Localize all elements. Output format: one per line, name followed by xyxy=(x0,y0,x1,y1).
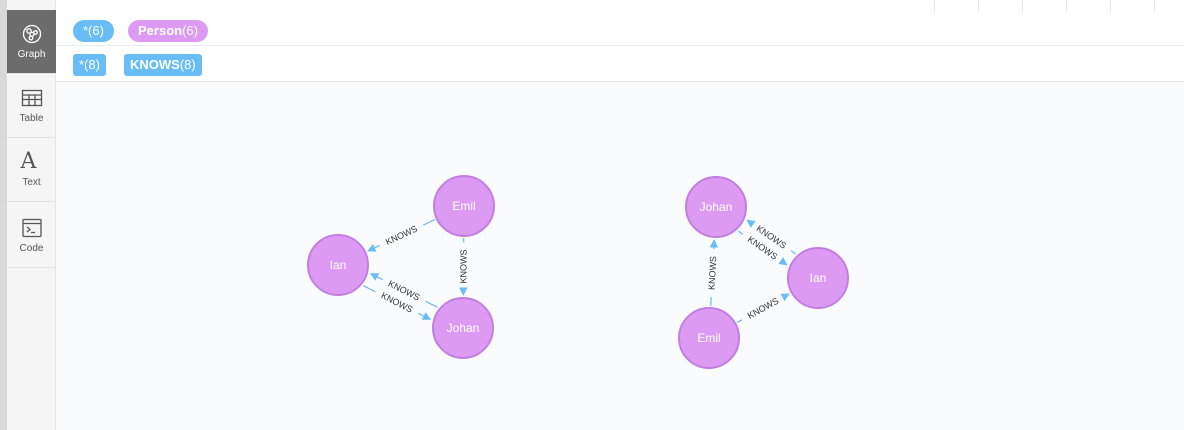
graph-node-emil[interactable] xyxy=(433,175,495,237)
all-relationships-pill[interactable]: *(8) xyxy=(73,54,106,76)
node-label: Johan xyxy=(447,321,480,335)
code-icon xyxy=(21,217,43,239)
relationship-arrow[interactable] xyxy=(780,293,790,302)
node-label: Ian xyxy=(330,258,347,272)
relationship-arrow[interactable] xyxy=(746,219,756,228)
label-count: (6) xyxy=(182,23,198,38)
relationship-label: KNOWS xyxy=(384,224,419,247)
window-edge xyxy=(0,0,7,430)
relationship-label: KNOWS xyxy=(458,249,468,283)
graph-node-johan[interactable] xyxy=(685,176,747,238)
sidebar-item-label: Text xyxy=(22,177,41,188)
sidebar-item-code[interactable]: Code xyxy=(7,204,56,268)
toolbar-cell[interactable] xyxy=(934,0,979,12)
all-nodes-pill[interactable]: *(6) xyxy=(73,20,114,42)
relationship-line[interactable] xyxy=(422,219,436,226)
node-legend: *(6) Person(6) xyxy=(56,12,1184,46)
toolbar-cell[interactable] xyxy=(1022,0,1067,12)
graph-node-johan[interactable] xyxy=(432,297,494,359)
relationship-line[interactable] xyxy=(425,300,438,308)
table-icon xyxy=(21,87,43,109)
node-label: Emil xyxy=(697,331,720,345)
text-icon: A xyxy=(20,149,37,174)
node-label: Ian xyxy=(810,271,827,285)
sidebar-item-label: Graph xyxy=(17,49,46,60)
sidebar-item-label: Code xyxy=(19,243,44,254)
relationship-line[interactable] xyxy=(363,285,376,293)
relationship-arrow[interactable] xyxy=(367,243,380,252)
relationship-line[interactable] xyxy=(736,319,743,324)
node-label: Emil xyxy=(452,199,475,213)
sidebar-item-graph[interactable]: Graph xyxy=(7,10,56,74)
relationship-legend: *(8) KNOWS(8) xyxy=(56,46,1184,82)
node-label: Johan xyxy=(700,200,733,214)
relationship-arrow[interactable] xyxy=(778,257,788,266)
label-name: Person xyxy=(138,23,183,38)
toolbar-cell[interactable] xyxy=(978,0,1023,12)
relationship-arrow[interactable] xyxy=(418,312,432,320)
toolbar-cell[interactable] xyxy=(1066,0,1111,12)
rel-type-name: KNOWS xyxy=(130,57,180,72)
relationship-arrow[interactable] xyxy=(369,273,383,281)
relationship-label: KNOWS xyxy=(707,256,719,291)
toolbar-cell[interactable] xyxy=(1154,0,1184,12)
relationship-label: KNOWS xyxy=(746,296,781,321)
sidebar-item-table[interactable]: Table xyxy=(7,74,56,138)
graph-visualization[interactable]: KNOWSKNOWSKNOWSKNOWSKNOWSKNOWSKNOWSKNOWS… xyxy=(56,82,1184,430)
sidebar-item-text[interactable]: A Text xyxy=(7,138,56,202)
sidebar-item-label: Table xyxy=(19,113,44,124)
rel-type-pill-knows[interactable]: KNOWS(8) xyxy=(124,54,202,76)
rel-type-count: (8) xyxy=(179,57,196,72)
graph-node-ian[interactable] xyxy=(787,247,849,309)
label-pill-person[interactable]: Person(6) xyxy=(128,20,208,42)
toolbar-cell[interactable] xyxy=(1110,0,1155,12)
graph-node-emil[interactable] xyxy=(678,307,740,369)
graph-node-ian[interactable] xyxy=(307,234,369,296)
relationship-line[interactable] xyxy=(737,230,744,235)
relationship-line[interactable] xyxy=(790,250,797,255)
view-sidebar: Graph Table A Text Code xyxy=(7,0,56,430)
graph-icon xyxy=(21,23,43,45)
